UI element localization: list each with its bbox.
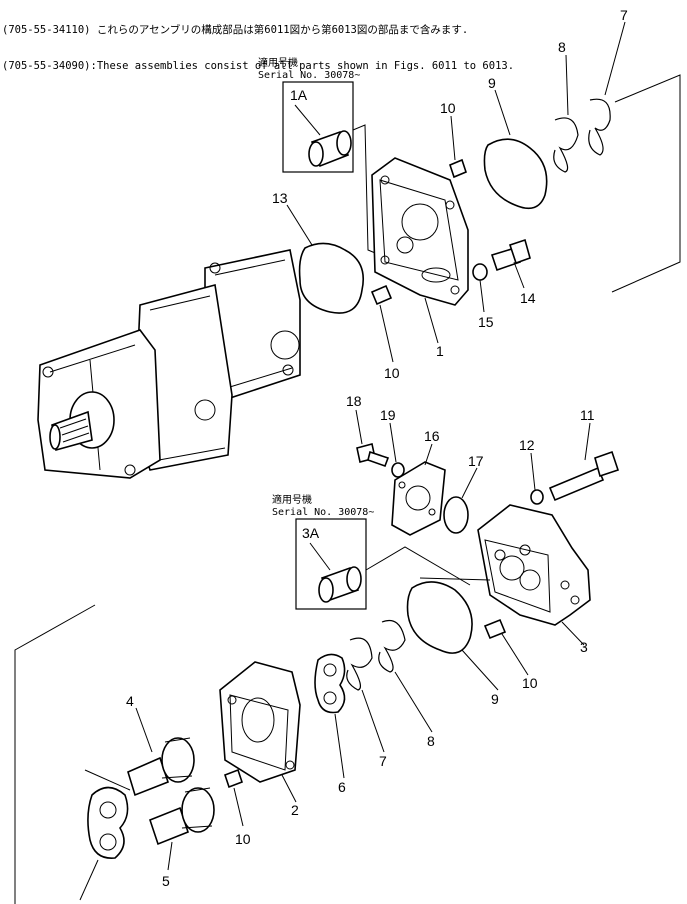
pin-10-housing [483, 618, 507, 640]
callout-9-top: 9 [488, 75, 496, 91]
callout-6: 6 [338, 779, 346, 795]
bolt-11 [548, 466, 605, 502]
washer-15 [472, 263, 488, 281]
pin-10-lower [370, 284, 393, 306]
header-line-2: (705-55-34090):These assemblies consist … [2, 60, 515, 72]
callout-4: 4 [126, 693, 134, 709]
gear-shaft-5 [149, 787, 215, 846]
header: (705-55-34110) これらのアセンブリの構成部品は第6011図から第6… [2, 0, 514, 84]
serial-jp-top: 適用号機 [258, 56, 298, 69]
callout-8-top: 8 [558, 39, 566, 55]
serial-box-1a: 適用号機 Serial No. 30078~ 1A [258, 56, 381, 256]
plate-16 [391, 461, 446, 536]
callout-12: 12 [519, 437, 535, 453]
header-line-1: (705-55-34110) これらのアセンブリの構成部品は第6011図から第6… [2, 24, 469, 36]
washer-12 [530, 489, 544, 505]
box-label-3a: 3A [302, 525, 320, 541]
serial-jp-mid: 適用号機 [272, 493, 312, 506]
callout-10-top: 10 [440, 100, 456, 116]
callout-11: 11 [580, 407, 595, 423]
serial-number-mid: Serial No. 30078~ [272, 507, 374, 518]
callout-17: 17 [468, 453, 484, 469]
callout-19: 19 [380, 407, 396, 423]
ring-8-top [553, 117, 579, 173]
gasket-13 [298, 242, 364, 314]
callout-16: 16 [424, 428, 440, 444]
callout-2: 2 [291, 802, 299, 818]
callout-7-top: 7 [620, 7, 628, 23]
housing-part-3 [477, 504, 591, 626]
box-label-1a: 1A [290, 87, 308, 103]
callout-10-right: 10 [522, 675, 538, 691]
callout-8-mid: 8 [427, 733, 435, 749]
washer-19 [391, 462, 405, 478]
ring-8-mid [378, 619, 406, 673]
callout-10-bottom: 10 [235, 831, 251, 847]
pin-10-lower-left [223, 768, 244, 789]
callout-7-mid: 7 [379, 753, 387, 769]
ring-7-mid [346, 637, 373, 691]
leader-lines [79, 21, 626, 901]
cover-part-1 [371, 157, 469, 306]
callout-15: 15 [478, 314, 494, 330]
callout-13: 13 [272, 190, 288, 206]
callout-9-mid: 9 [491, 691, 499, 707]
serial-box-3a: 適用号機 Serial No. 30078~ 3A [272, 493, 471, 610]
callout-18: 18 [346, 393, 362, 409]
seal-plate-6 [314, 653, 346, 714]
serial-number-top: Serial No. 30078~ [258, 70, 360, 81]
callout-1: 1 [436, 343, 444, 359]
callout-3: 3 [580, 639, 588, 655]
ring-7-top [588, 98, 611, 156]
gasket-9-top [483, 138, 548, 210]
oring-17 [443, 496, 469, 534]
gear-shaft-4 [127, 737, 195, 797]
gear-housing-2 [219, 661, 301, 783]
pump-assembly [37, 249, 301, 479]
callout-10-left: 10 [384, 365, 400, 381]
callout-5: 5 [162, 873, 170, 889]
callout-14: 14 [520, 290, 536, 306]
callout-numbers: 7 8 9 10 13 14 15 1 10 18 19 16 17 12 11… [126, 7, 628, 889]
pin-10-top [449, 158, 467, 179]
seal-plate-bottom [87, 786, 129, 859]
gasket-9-mid [406, 581, 473, 654]
